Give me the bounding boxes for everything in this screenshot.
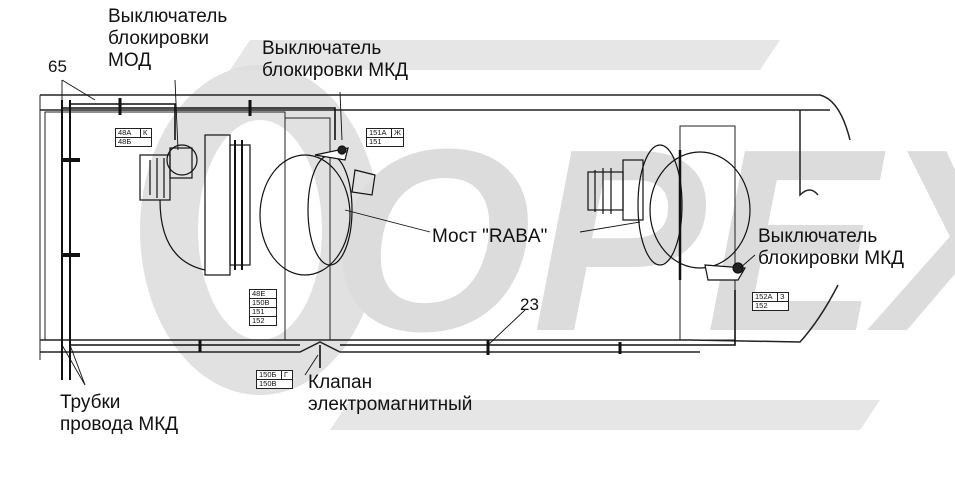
left-axle [139,134,376,276]
wire-code: 48Е [252,289,266,298]
label-line: Трубки [60,392,121,413]
wire-tag-row: 152А З [752,292,789,302]
watermark-logo [140,40,880,430]
wire-tag-top: 151А Ж 151 [366,128,404,147]
wire-code: 150Б [259,370,277,379]
label-valve: Клапан электромагнитный [308,372,472,416]
wire-suffix: Г [281,371,290,379]
right-axle [587,144,751,281]
label-line: блокировки [108,28,209,49]
label-line: провода МКД [60,414,179,435]
label-axle-raba: Мост "RABA" [432,226,548,247]
label-switch-mkd-top: Выключатель блокировки МКД [262,38,408,82]
wire-tag-row: 150В [249,299,277,308]
wire-suffix: З [777,293,786,301]
label-line: электромагнитный [308,394,473,415]
wire-code: 152 [755,301,768,310]
wire-code: 150В [252,298,270,307]
wire-tag-row: 48А К [115,128,152,138]
label-line: Выключатель [758,226,878,247]
wire-code: 151 [252,307,265,316]
leader-lines [61,79,756,386]
label-line: блокировки МКД [262,60,409,81]
label-line: Клапан [308,372,373,393]
wire-tag-row: 48Б [115,138,152,147]
label-line: Выключатель [108,6,228,27]
wire-suffix: К [140,129,149,137]
wire-code: 48А [118,128,132,137]
wire-tag-row: 151 [249,308,277,317]
wire-tag-row: 151 [366,138,404,147]
wire-tag-row: 48Е [249,289,277,299]
wire-code: 152А [755,292,773,301]
wire-tag-row: 152 [249,317,277,326]
label-line: МОД [108,50,152,71]
wire-code: 151 [369,137,382,146]
wire-tag-right: 152А З 152 [752,292,789,311]
ref-number-65: 65 [48,57,67,76]
label-line: Выключатель [262,38,382,59]
ref-number-23: 23 [520,295,539,314]
tubes-mkd [61,100,80,380]
wire-tag-valve: 150Б Г 150В [256,370,293,389]
label-switch-mod: Выключатель блокировки МОД [108,6,227,72]
wire-code: 152 [252,316,265,325]
wire-tag-row: 150В [256,380,293,389]
chassis-frame [39,94,851,360]
label-switch-mkd-right: Выключатель блокировки МКД [758,226,904,270]
wire-code: 151А [369,128,387,137]
label-line: блокировки МКД [758,248,905,269]
wire-suffix: Ж [391,129,401,137]
wire-tag-row: 151А Ж [366,128,404,138]
label-tubes: Трубки провода МКД [60,392,178,436]
wire-tag-mod: 48А К 48Б [115,128,152,147]
wire-code: 150В [259,379,277,388]
wire-code: 48Б [118,137,132,146]
wiring-harness [62,98,736,368]
wire-tag-row: 152 [752,302,789,311]
wire-tag-row: 150Б Г [256,370,293,380]
